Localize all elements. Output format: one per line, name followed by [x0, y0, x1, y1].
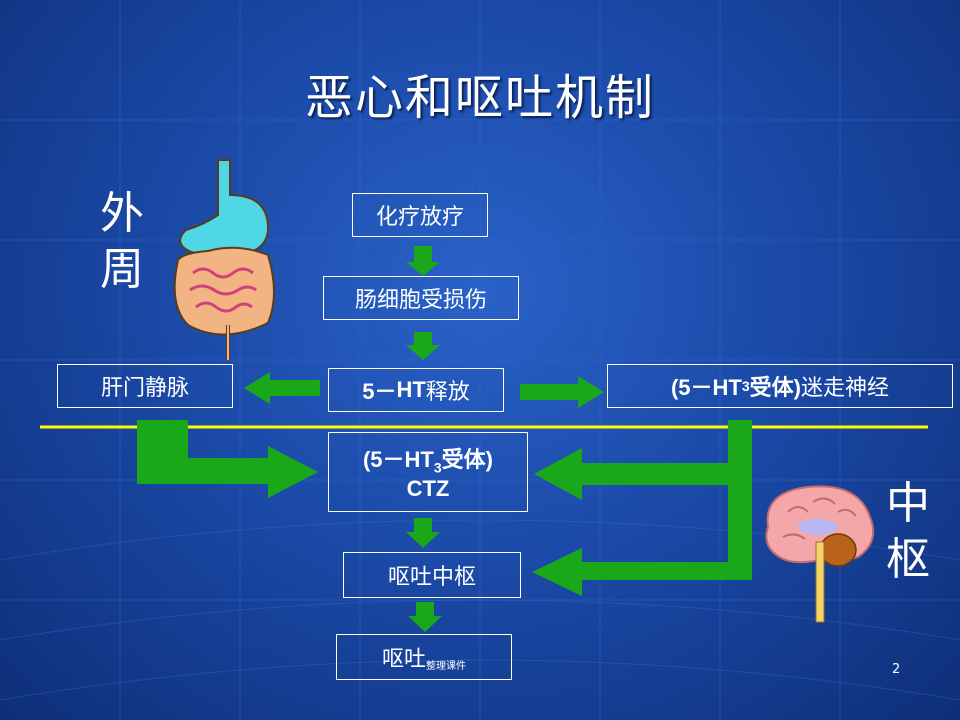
ctz-line-2: CTZ — [406, 475, 450, 501]
arrow-center-to-vomit — [408, 602, 442, 632]
release-suffix: 释放 — [425, 380, 470, 405]
slide-title: 恶心和呕吐机制 — [304, 70, 655, 126]
box-ctz: (5－HT3受体) CTZ — [328, 432, 528, 512]
peripheral-label-char-2: 周 — [100, 244, 144, 295]
footer-watermark: 整理课件 — [426, 660, 466, 672]
peripheral-label: 外 周 — [97, 186, 147, 298]
arrow-damage-to-release — [406, 332, 440, 360]
ctz-receptor-subscript: 3 — [433, 459, 442, 476]
arrow-vagus-to-ctz — [534, 448, 728, 500]
stomach-intestine-icon — [173, 159, 275, 360]
peripheral-label-char-1: 外 — [100, 188, 144, 239]
vagus-nerve-text: 迷走神经 — [801, 376, 890, 401]
central-label: 中 枢 — [883, 476, 933, 588]
arrow-vagus-trunk — [728, 420, 752, 580]
arrow-portal-to-ctz — [137, 420, 318, 498]
page-number: 2 — [892, 662, 901, 677]
box-chemo-radiotherapy: 化疗放疗 — [352, 193, 488, 237]
ctz-receptor-suffix: 受体) — [441, 447, 493, 473]
vomit-text: 呕吐 — [381, 647, 426, 672]
release-prefix: 5－ — [362, 379, 397, 404]
central-label-char-1: 中 — [886, 478, 930, 529]
release-ht: HT — [396, 377, 426, 402]
vagus-receptor-prefix: (5－HT — [670, 375, 742, 400]
ctz-line-1: (5－HT3受体) — [363, 442, 493, 475]
central-label-char-2: 枢 — [886, 534, 930, 585]
ctz-receptor-prefix: (5－HT — [362, 447, 434, 473]
arrow-vagus-to-center — [532, 548, 752, 596]
box-vomiting: 呕吐整理课件 — [336, 634, 512, 680]
arrow-release-to-portal — [244, 372, 320, 404]
arrow-release-to-vagus — [520, 376, 604, 408]
vagus-receptor-suffix: 受体) — [749, 375, 801, 400]
arrow-ctz-to-center — [406, 518, 440, 548]
brain-icon — [765, 485, 874, 623]
box-hepatic-portal-vein: 肝门静脉 — [57, 364, 233, 408]
arrow-chemo-to-damage — [406, 246, 440, 276]
box-intestinal-cell-damage: 肠细胞受损伤 — [323, 276, 519, 320]
box-vomiting-center: 呕吐中枢 — [343, 552, 521, 598]
vagus-receptor-subscript: 3 — [741, 378, 750, 394]
